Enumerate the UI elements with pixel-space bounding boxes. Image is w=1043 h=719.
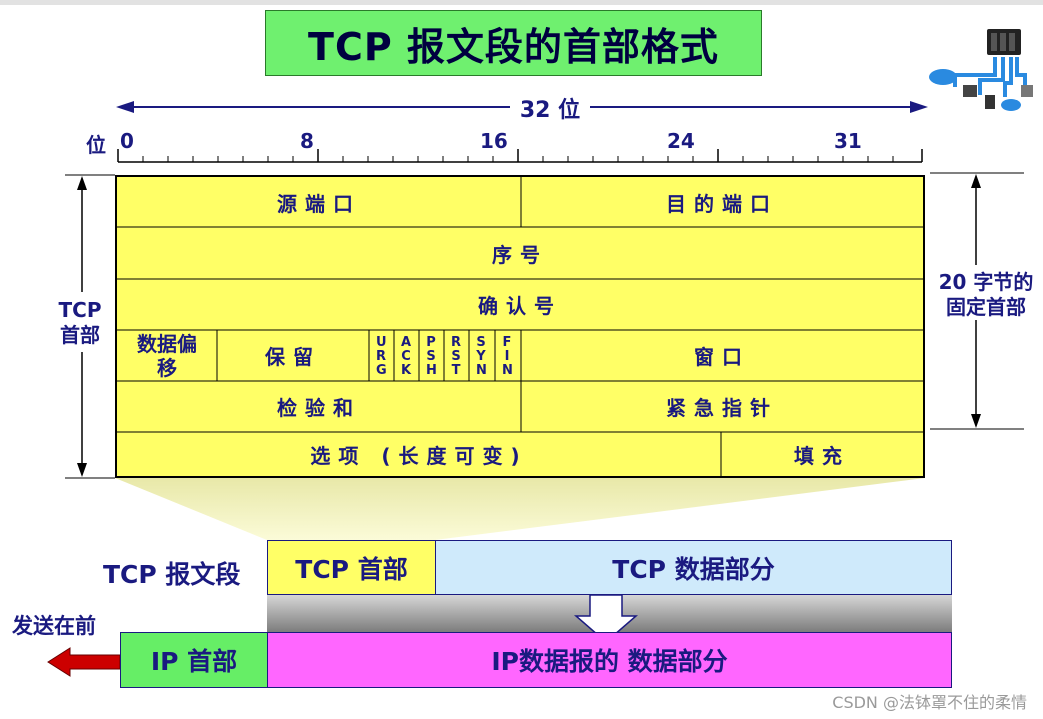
ip-header-box: IP 首部 (120, 632, 268, 688)
flag-psh-label: PSH (426, 335, 437, 378)
tick-label-24: 24 (667, 129, 695, 153)
field-source-port: 源端口 (277, 191, 361, 216)
field-sequence-number: 序号 (492, 242, 548, 267)
field-options: 选项 (长度可变) (310, 443, 528, 468)
encapsulation-shapes (47, 478, 952, 677)
segment-tcp-data: TCP 数据部分 (435, 540, 952, 595)
network-icon (929, 29, 1033, 111)
tick-label-31: 31 (834, 129, 862, 153)
tcp-segment-label: TCP 报文段 (103, 560, 241, 589)
field-checksum: 检验和 (277, 396, 361, 420)
tcp-header-side-label: TCP 首部 (58, 298, 102, 347)
field-data-offset: 数据偏移 (137, 331, 197, 380)
flag-fin-label: FIN (502, 335, 513, 378)
bit-label: 位 (86, 133, 106, 157)
segment-tcp-header: TCP 首部 (267, 540, 436, 595)
width-label: 32 位 (510, 94, 590, 123)
field-padding: 填充 (794, 443, 850, 468)
bit-ruler (117, 149, 923, 163)
right-dimension-arrow (930, 172, 1024, 430)
ip-data-box: IP数据报的 数据部分 (267, 632, 952, 688)
field-urgent-pointer: 紧急指针 (666, 396, 778, 420)
left-dimension-arrow (65, 174, 115, 479)
grid-lines (117, 177, 923, 476)
field-reserved: 保留 (265, 345, 321, 369)
tick-label-0: 0 (120, 129, 134, 153)
tick-label-8: 8 (300, 129, 314, 153)
field-destination-port: 目的端口 (666, 191, 778, 216)
send-first-label: 发送在前 (12, 614, 96, 638)
top-border (0, 0, 1043, 5)
tick-label-16: 16 (480, 129, 508, 153)
flag-rst-label: RST (451, 335, 462, 378)
field-ack-number: 确认号 (478, 294, 562, 318)
flag-urg-label: URG (376, 335, 387, 378)
flag-syn: SYN (469, 332, 493, 382)
fixed-header-side-label: 20 字节的固定首部 (938, 270, 1034, 319)
flag-urg: URG (369, 332, 393, 382)
flag-psh: PSH (419, 332, 443, 382)
page-title: TCP 报文段的首部格式 (265, 10, 762, 76)
flag-fin: FIN (495, 332, 519, 382)
watermark: CSDN @法钵罩不住的柔情 (832, 693, 1027, 712)
tcp-header-grid: 源端口 目的端口 序号 确认号 数据偏移 保留 URG ACK PSH RST … (115, 175, 925, 478)
field-window: 窗口 (694, 345, 750, 369)
flag-ack: ACK (394, 332, 418, 382)
flag-syn-label: SYN (476, 335, 487, 378)
flag-rst: RST (444, 332, 468, 382)
flag-ack-label: ACK (401, 335, 412, 378)
